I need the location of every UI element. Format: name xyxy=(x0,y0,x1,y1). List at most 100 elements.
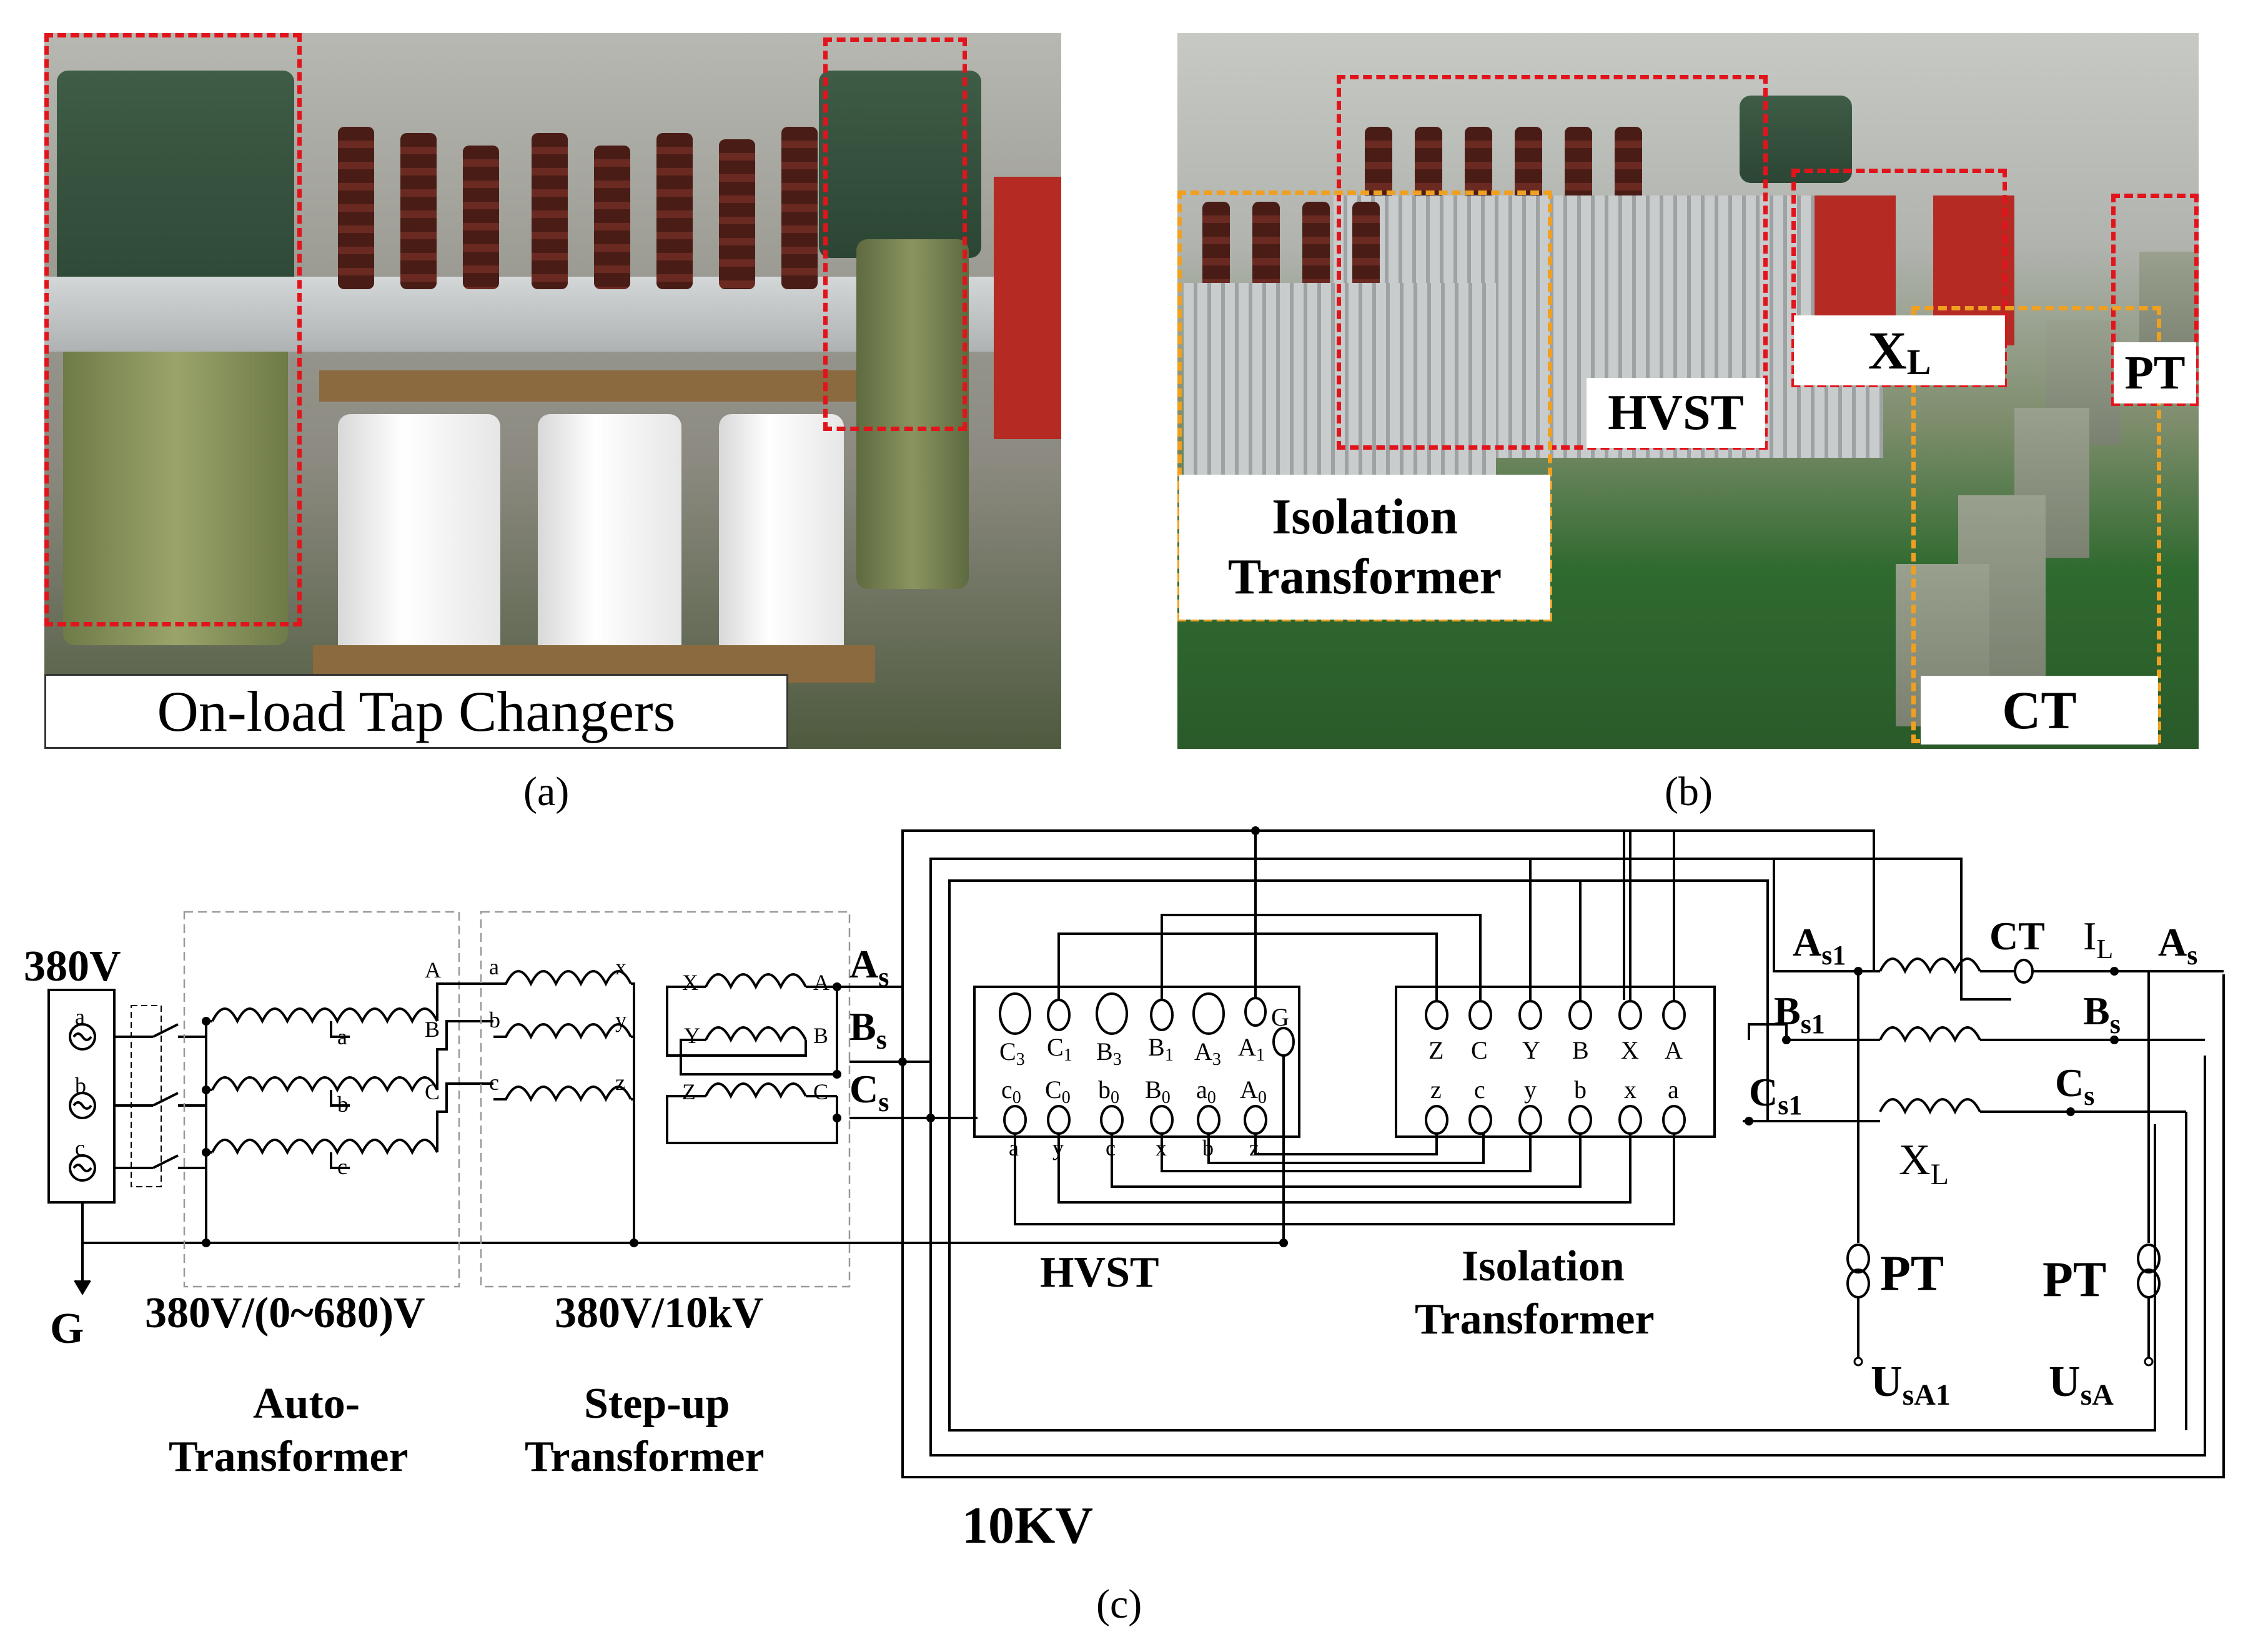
winding-coil xyxy=(719,414,844,664)
iso-bottom-b: b xyxy=(1574,1076,1587,1104)
caption-a: (a) xyxy=(523,769,570,814)
current-il-label: IL xyxy=(2083,914,2113,964)
stepup-primary-left-a: a xyxy=(489,954,499,979)
xl-sub: L xyxy=(1906,341,1931,382)
hvst-top-a3: A3 xyxy=(1194,1037,1221,1069)
source-phase-a: a xyxy=(75,1004,85,1029)
load-bs: Bs xyxy=(2083,989,2121,1039)
ground-label: G xyxy=(50,1305,84,1353)
stepup-secondary-x xyxy=(705,973,807,990)
xl-main: X xyxy=(1868,320,1907,380)
hvst-out-a: a xyxy=(1009,1135,1019,1160)
pt-right-label: PT xyxy=(2042,1252,2106,1307)
auto-winding-a xyxy=(211,1007,438,1024)
stepup-secondary-right-c: C xyxy=(813,1079,828,1104)
tap-changer-left-box xyxy=(44,33,302,626)
bushing xyxy=(719,139,755,289)
ct-icon xyxy=(2014,959,2034,984)
stepup-secondary-right-b: B xyxy=(813,1023,828,1048)
hvst-out-c: c xyxy=(1106,1135,1116,1160)
hvst-box xyxy=(1337,75,1768,450)
bushing xyxy=(400,133,437,289)
isolation-label-line1: Isolation xyxy=(1272,490,1458,545)
reactor-b xyxy=(1879,1026,1981,1043)
hvst-bottom-c0: c0 xyxy=(1001,1076,1021,1107)
pt-left-label: PT xyxy=(1880,1246,1944,1301)
caption-b: (b) xyxy=(1665,769,1713,814)
ct-photo-label: CT xyxy=(1921,676,2158,744)
step-up-transformer-box xyxy=(480,911,851,1288)
hvst-ground-terminal: G xyxy=(1271,1003,1289,1031)
auto-transformer-rating: 380V/(0~680)V xyxy=(145,1289,425,1337)
photo-test-setup xyxy=(1177,33,2199,749)
hvst-out-b: b xyxy=(1202,1135,1214,1160)
auto-tap-a: a xyxy=(337,1024,347,1049)
bushing xyxy=(656,133,693,289)
load-bs1: Bs1 xyxy=(1774,989,1825,1039)
photo-on-load-tap-changers xyxy=(44,33,1061,749)
hvst-bottom-a0: a0 xyxy=(1196,1076,1216,1107)
iso-top-C: C xyxy=(1471,1036,1488,1064)
hvst-bottom-B0: B0 xyxy=(1145,1076,1171,1107)
bushing xyxy=(532,133,568,289)
hvst-top-c1: C1 xyxy=(1047,1033,1072,1065)
hvst-top-a1: A1 xyxy=(1238,1033,1265,1065)
load-cs: Cs xyxy=(2055,1061,2094,1111)
voltage-usa1-label: UsA1 xyxy=(1871,1358,1951,1412)
background-red-cabinet xyxy=(994,177,1061,439)
hvst-box xyxy=(973,986,1300,1138)
iso-top-Y: Y xyxy=(1522,1036,1540,1064)
isolation-name-1: Isolation xyxy=(1462,1242,1625,1290)
source-b-icon xyxy=(69,1092,96,1119)
stepup-secondary-left-z: Z xyxy=(682,1079,696,1104)
stepup-primary-right-z: z xyxy=(615,1070,625,1095)
iso-bottom-y: y xyxy=(1524,1076,1537,1104)
auto-out-c: C xyxy=(425,1079,440,1104)
hvst-photo-label: HVST xyxy=(1587,378,1765,448)
iso-top-B: B xyxy=(1572,1036,1589,1064)
auto-tap-c: c xyxy=(337,1154,347,1179)
hvst-bottom-C0: C0 xyxy=(1045,1076,1071,1107)
system-voltage-label: 10KV xyxy=(962,1496,1093,1555)
circuit-diagram: 380V a b c G a b c A B C 380V/(0~680)V A… xyxy=(24,826,2225,1627)
bus-label-as: As xyxy=(849,942,889,992)
bus-label-cs: Cs xyxy=(849,1067,889,1117)
stepup-primary-left-c: c xyxy=(489,1070,499,1095)
hvst-out-z: z xyxy=(1249,1135,1259,1160)
hvst-top-c3: C3 xyxy=(999,1037,1025,1069)
tap-changer-left-body xyxy=(63,308,288,645)
bushing xyxy=(338,127,374,289)
breaker-box xyxy=(131,1005,162,1187)
hvst-out-y: y xyxy=(1052,1135,1064,1160)
source-phase-c: c xyxy=(75,1135,85,1160)
hvst-top-b3: B3 xyxy=(1096,1037,1122,1069)
stepup-primary-a xyxy=(493,970,632,987)
clamp-frame xyxy=(319,370,869,402)
hvst-out-x: x xyxy=(1156,1135,1167,1160)
source-voltage-label: 380V xyxy=(24,942,121,991)
load-as: As xyxy=(2158,920,2197,971)
isolation-label-line2: Transformer xyxy=(1227,550,1502,605)
hvst-bottom-b0: b0 xyxy=(1098,1076,1119,1107)
auto-winding-c xyxy=(211,1139,438,1155)
hvst-name: HVST xyxy=(1040,1249,1159,1297)
load-as1: As1 xyxy=(1793,920,1846,971)
stepup-transformer-rating: 380V/10kV xyxy=(555,1289,763,1337)
isolation-transformer-photo-label: Isolation Transformer xyxy=(1179,475,1550,620)
stepup-secondary-z xyxy=(705,1082,807,1099)
bushing xyxy=(781,127,818,289)
winding-coil xyxy=(338,414,500,664)
isolation-transformer-box xyxy=(1395,986,1716,1138)
hvst-top-b1: B1 xyxy=(1148,1033,1174,1065)
stepup-secondary-y xyxy=(705,1026,807,1043)
bushing xyxy=(463,146,499,289)
auto-winding-b xyxy=(211,1076,438,1093)
iso-bottom-a: a xyxy=(1668,1076,1679,1104)
auto-out-a: A xyxy=(425,957,441,982)
pt-left-icon-top xyxy=(1846,1244,1870,1274)
iso-top-A: A xyxy=(1665,1036,1683,1064)
bushing xyxy=(594,146,630,289)
tap-changer-right-tank xyxy=(819,71,981,258)
